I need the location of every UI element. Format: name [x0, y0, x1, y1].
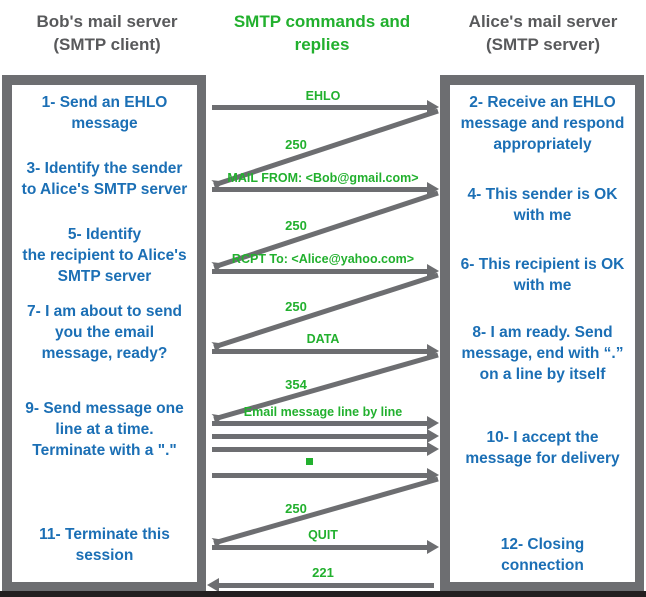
label-250-mailfrom: 250 [285, 218, 307, 233]
header-client-line1: Bob's mail server [36, 12, 178, 31]
header-middle: SMTP commands and replies [222, 10, 422, 56]
bottom-bar [0, 591, 646, 597]
arrowhead-right-icon [427, 264, 439, 278]
label-ehlo: EHLO [305, 89, 341, 103]
header-server-line1: Alice's mail server [468, 12, 618, 31]
command-arrow-message-line-1 [212, 416, 439, 430]
arrowhead-right-icon [427, 442, 439, 456]
arrowhead-right-icon [427, 429, 439, 443]
arrowhead-right-icon [427, 468, 439, 482]
header-server: Alice's mail server (SMTP server) [440, 10, 646, 56]
arrowhead-right-icon [427, 344, 439, 358]
command-arrow-message-line-4 [212, 468, 439, 482]
command-arrow-message-line-3 [212, 442, 439, 456]
header-client: Bob's mail server (SMTP client) [2, 10, 212, 56]
label-221: 221 [312, 565, 334, 580]
arrowhead-left-icon [207, 578, 219, 592]
server-panel [450, 85, 635, 582]
label-250-ehlo: 250 [285, 137, 307, 152]
header-client-line2: (SMTP client) [53, 35, 161, 54]
arrowhead-right-icon [427, 540, 439, 554]
header-middle-line1: SMTP commands and [233, 12, 411, 31]
message-flow-area: EHLO 250 MAIL FROM: <Bob@gmail.com> 250 … [206, 75, 440, 592]
command-arrow-rcptto [212, 264, 439, 278]
header-middle-line2: replies [294, 35, 350, 54]
command-arrow-mailfrom [212, 182, 439, 196]
label-rcpt-to: RCPT To: <Alice@yahoo.com> [231, 252, 415, 266]
command-arrow-data [212, 344, 439, 358]
label-250-message: 250 [285, 501, 307, 516]
command-arrow-quit [212, 540, 439, 554]
header-server-line2: (SMTP server) [485, 35, 600, 54]
label-email-message: Email message line by line [243, 405, 403, 419]
label-quit: QUIT [308, 528, 338, 542]
reply-arrow-221 [207, 578, 434, 592]
label-250-rcptto: 250 [285, 299, 307, 314]
label-data: DATA [306, 332, 340, 346]
arrowhead-right-icon [427, 100, 439, 114]
command-arrow-message-line-2 [212, 429, 439, 443]
arrowhead-right-icon [427, 416, 439, 430]
arrowhead-right-icon [427, 182, 439, 196]
label-mail-from: MAIL FROM: <Bob@gmail.com> [227, 171, 419, 185]
command-arrow-ehlo [212, 100, 439, 114]
label-354: 354 [285, 377, 307, 392]
client-panel [12, 85, 197, 582]
message-body-marker-icon [306, 458, 313, 465]
